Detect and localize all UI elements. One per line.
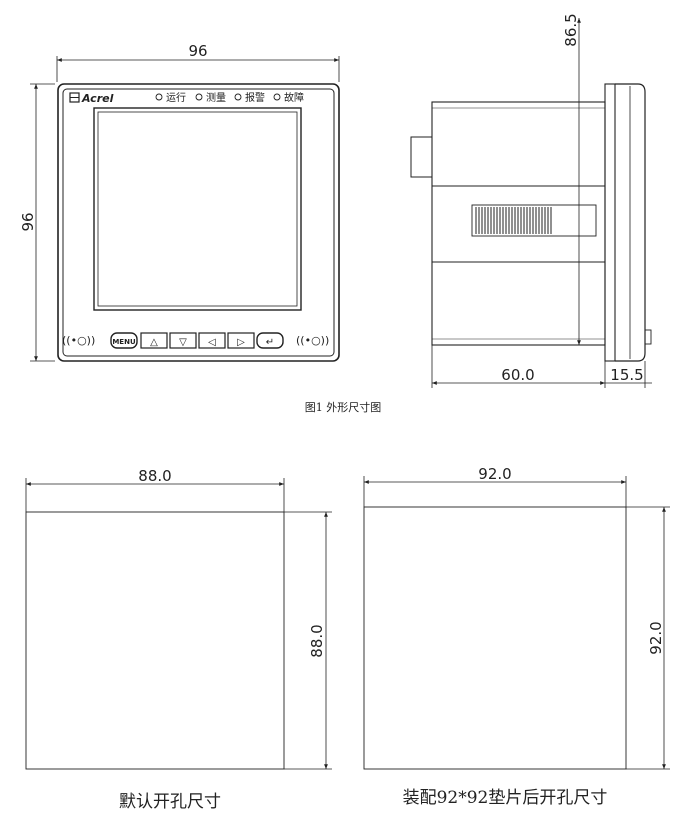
side-depth-label: 60.0 <box>501 366 534 384</box>
cutout-gasket-width-label: 92.0 <box>478 465 511 483</box>
enter-arrow-icon: ↵ <box>266 337 274 348</box>
left-arrow-icon: ◁ <box>208 337 216 348</box>
brand-logo: Acrel <box>69 92 114 105</box>
cutout-default-width-label: 88.0 <box>138 467 171 485</box>
status-led-icon <box>234 93 242 101</box>
terminal-connector <box>410 136 433 178</box>
nfc-right-icon: ((•○)) <box>296 334 329 347</box>
cutout-default-caption: 默认开孔尺寸 <box>119 792 221 812</box>
figure-caption: 图1 外形尺寸图 <box>305 400 382 414</box>
right-button <box>227 332 255 349</box>
left-button <box>198 332 226 349</box>
front-width-label: 96 <box>188 42 207 60</box>
brand-name: Acrel <box>81 92 114 105</box>
cutout-default: 88.0 88.0 默认开孔尺寸 <box>25 467 332 812</box>
lcd-screen <box>93 107 302 311</box>
lcd-screen-inner <box>97 111 298 307</box>
indicator-row: 运行 测量 报警 故障 <box>155 91 304 104</box>
cutout-gasket-outline <box>363 506 627 770</box>
down-button <box>169 332 197 349</box>
menu-button <box>110 332 138 349</box>
front-height-label: 96 <box>19 212 37 231</box>
status-led-icon <box>155 93 163 101</box>
clip-grip-hatch <box>475 207 552 234</box>
front-bezel-outer <box>57 83 340 362</box>
cutout-gasket-height-label: 92.0 <box>647 621 665 654</box>
status-led-icon <box>273 93 281 101</box>
right-arrow-icon: ▷ <box>237 337 245 348</box>
enter-button <box>256 332 284 349</box>
cutout-default-outline <box>25 511 285 770</box>
up-arrow-icon: △ <box>150 337 158 348</box>
side-view: 86.5 60.0 15.5 <box>410 13 652 388</box>
bezel-flange <box>604 83 616 362</box>
indicator-label: 测量 <box>206 91 226 104</box>
indicator-label: 报警 <box>245 91 265 104</box>
up-button <box>140 332 168 349</box>
front-view: 96 96 Acrel 运行 测量 报警 故障 ((•○) <box>19 42 340 362</box>
status-led-icon <box>195 93 203 101</box>
side-height-label: 86.5 <box>562 13 580 46</box>
cutout-default-height-label: 88.0 <box>308 624 326 657</box>
menu-button-label: MENU <box>112 338 136 346</box>
button-protrusion <box>644 329 652 345</box>
side-bezel-label: 15.5 <box>610 366 643 384</box>
nfc-left-icon: ((•○)) <box>62 334 95 347</box>
front-bezel-inner <box>62 88 335 357</box>
cutout-gasket-caption: 装配92*92垫片后开孔尺寸 <box>403 788 608 808</box>
button-row: MENU △ ▽ ◁ ▷ ↵ <box>110 332 284 349</box>
cutout-gasket: 92.0 92.0 装配92*92垫片后开孔尺寸 <box>363 465 670 808</box>
indicator-label: 故障 <box>284 91 304 104</box>
down-arrow-icon: ▽ <box>179 337 187 348</box>
indicator-label: 运行 <box>166 91 186 104</box>
bezel-profile <box>615 83 646 362</box>
mounting-clip <box>471 204 597 237</box>
